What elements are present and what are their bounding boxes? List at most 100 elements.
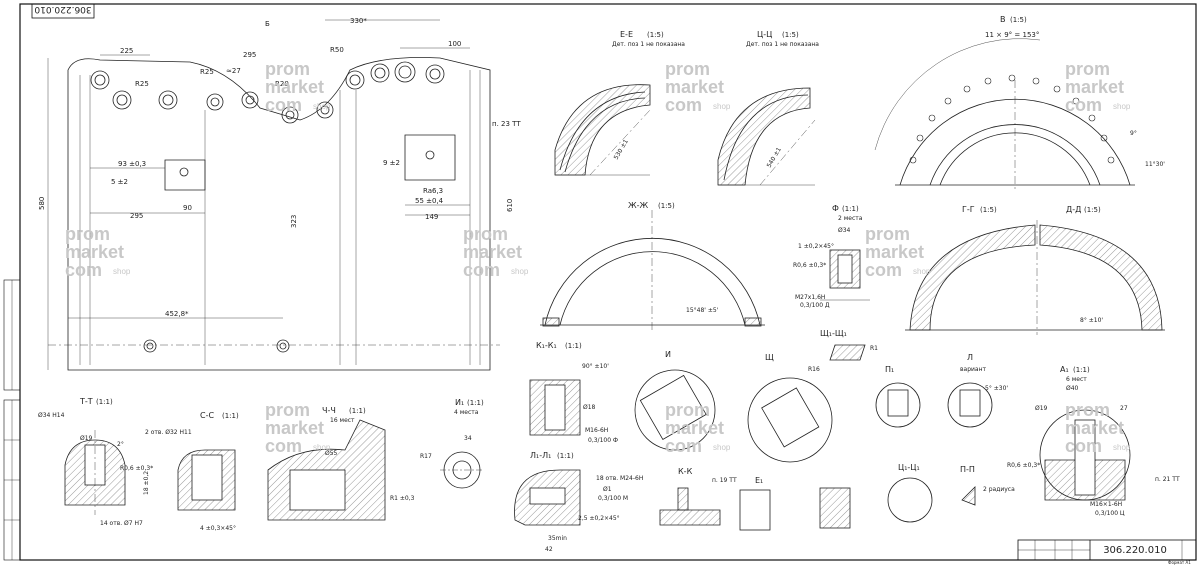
tol-03-m: 0,3/100 М [598, 495, 628, 502]
dim-r1: R1 ±0,3 [390, 495, 415, 502]
dim-323: 323 [290, 215, 298, 228]
ra-b: Ra6,3 [423, 187, 443, 195]
svg-text:com: com [665, 95, 702, 115]
dim-r25b: R25 [135, 80, 149, 88]
svg-text:market: market [665, 77, 724, 97]
title-ts-ts: Ц-Ц [757, 30, 772, 39]
dim-9deg: 9° [1130, 130, 1137, 137]
title-d-d: Д-Д [1066, 205, 1081, 214]
stamp-box: 306.220.010 [31, 3, 95, 19]
svg-text:shop: shop [713, 102, 731, 111]
dim-2otv: 2 отв. Ø32 H11 [145, 429, 192, 436]
svg-text:shop: shop [913, 267, 931, 276]
scale-s-s: (1:1) [222, 412, 239, 420]
svg-text:prom: prom [65, 224, 110, 244]
svg-text:com: com [1065, 95, 1102, 115]
sheet-format: Формат А1 [1168, 560, 1191, 565]
scale-i1: (1:1) [467, 399, 484, 407]
dim-r06-tt: R0,6 ±0,3* [120, 465, 153, 472]
svg-text:shop: shop [1113, 102, 1131, 111]
scale-ts-ts: (1:5) [782, 31, 799, 39]
watermark-5: prom market com shop [463, 224, 529, 280]
dim-35: 35min [548, 535, 567, 542]
svg-text:prom: prom [1065, 400, 1110, 420]
watermark-2: prom market com shop [665, 59, 731, 115]
svg-text:com: com [665, 436, 702, 456]
scale-zh-zh: (1:5) [658, 202, 675, 210]
dim-100: 100 [448, 40, 461, 48]
view-v [874, 38, 1135, 190]
svg-text:com: com [265, 436, 302, 456]
title-l1-l1: Л₁-Л₁ [530, 451, 551, 460]
svg-text:prom: prom [463, 224, 508, 244]
title-shch1: Щ₁-Щ₁ [820, 329, 847, 338]
dim-90b: 90° ±10' [582, 363, 609, 370]
title-g-g: Г-Г [962, 205, 975, 214]
note-p23: п. 23 ТТ [492, 120, 521, 128]
dim-34: Ø34 [838, 227, 851, 234]
detail-f [820, 249, 870, 301]
dim-34h14: Ø34 H14 [38, 412, 65, 419]
title-zh-zh: Ж-Ж [628, 201, 649, 210]
dim-m16b: M16×1-6H [1090, 501, 1122, 508]
dim-25: 2,5 ±0,2×45° [578, 515, 620, 522]
title-t-t: Т-Т [79, 397, 93, 406]
note-p21: п. 21 ТТ [1155, 476, 1180, 483]
section-l1-l1 [514, 469, 581, 526]
section-shch1 [829, 344, 866, 361]
svg-text:market: market [865, 242, 924, 262]
title-a1: А₁ [1060, 365, 1069, 374]
section-s-s [177, 449, 236, 511]
watermark-4: prom market com shop [65, 224, 131, 280]
scale-g-g: (1:5) [980, 206, 997, 214]
section-zh-zh [540, 210, 765, 330]
title-e-e: Е-Е [620, 30, 633, 39]
svg-text:market: market [1065, 77, 1124, 97]
watermark-3: prom market com shop [1065, 59, 1131, 115]
dim-42: 42 [545, 546, 553, 553]
svg-text:shop: shop [113, 267, 131, 276]
dim-r16: R16 [808, 366, 820, 373]
svg-text:market: market [665, 418, 724, 438]
dim-18: 18 ±0,2 [143, 471, 150, 495]
section-g-g-d-d [905, 220, 1165, 335]
svg-text:com: com [463, 260, 500, 280]
dim-610: 610 [506, 199, 514, 212]
title-ts-ts1: Ц₁-Ц₁ [898, 463, 920, 472]
svg-text:shop: shop [313, 102, 331, 111]
dim-d1: Ø1 [603, 486, 612, 493]
section-k1-k1 [529, 379, 581, 436]
svg-text:com: com [1065, 436, 1102, 456]
dim-452: 452,8* [165, 310, 189, 318]
view-i1 [440, 451, 484, 489]
scale-a1: (1:1) [1073, 366, 1090, 374]
scale-k1-k1: (1:1) [565, 342, 582, 350]
dim-r06: R0,6 ±0,3* [793, 262, 826, 269]
title-k-k: К-К [678, 467, 693, 476]
svg-text:market: market [463, 242, 522, 262]
dim-18b: Ø18 [583, 404, 596, 411]
title-ch-ch: Ч-Ч [322, 406, 336, 415]
title-shch: Щ [765, 353, 774, 362]
dim-8-10: 8° ±10' [1080, 317, 1103, 324]
view-i-k-shch [634, 369, 833, 526]
svg-text:shop: shop [313, 443, 331, 452]
dim-r27: ≈27 [226, 67, 241, 75]
svg-text:market: market [265, 77, 324, 97]
dim-r25: R25 [200, 68, 214, 76]
dim-1-02: 1 ±0,2×45° [798, 243, 834, 250]
note-radii: 2 радиуса [983, 486, 1015, 493]
title-l: Л [967, 353, 973, 362]
view-v-holes [909, 74, 1115, 164]
dim-34b: 34 [464, 435, 472, 442]
watermark-8: prom market com shop [665, 400, 731, 456]
watermark-7: prom market com shop [265, 400, 331, 456]
dim-55b: Ø55 [325, 450, 338, 457]
dim-14: 14 отв. Ø7 H7 [100, 520, 143, 527]
svg-text:prom: prom [665, 400, 710, 420]
dim-11x9: 11 × 9° = 153° [985, 31, 1039, 39]
svg-text:com: com [865, 260, 902, 280]
dim-225: 225 [120, 47, 133, 55]
